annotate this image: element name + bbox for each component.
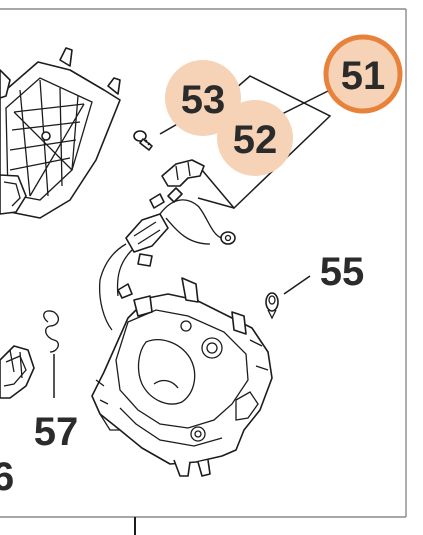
callout-57-label: 57: [34, 410, 79, 454]
main-housing-part: [91, 277, 273, 477]
callout-52-label: 52: [233, 118, 278, 162]
callout-51-label: 51: [341, 54, 386, 98]
callout-56-partial: 6: [0, 455, 14, 499]
callout-51: 51: [323, 34, 403, 114]
callout-53-label: 53: [181, 78, 226, 122]
frame-border: [0, 8, 407, 535]
wiring-harness-part: [98, 187, 236, 331]
callout-55: 55: [320, 250, 365, 294]
callout-57: 57: [34, 410, 79, 454]
screw-part: [133, 130, 153, 151]
air-filter-cover-part: [0, 47, 121, 219]
callout-53: 53: [165, 60, 241, 136]
lower-left-part: [0, 345, 35, 399]
clip-part: [161, 159, 205, 187]
callout-55-label: 55: [320, 250, 365, 294]
grommet-part: [265, 292, 279, 320]
spring-part: [43, 310, 60, 353]
callout-56-label: 6: [0, 455, 14, 499]
callout-52: 52: [217, 100, 293, 176]
